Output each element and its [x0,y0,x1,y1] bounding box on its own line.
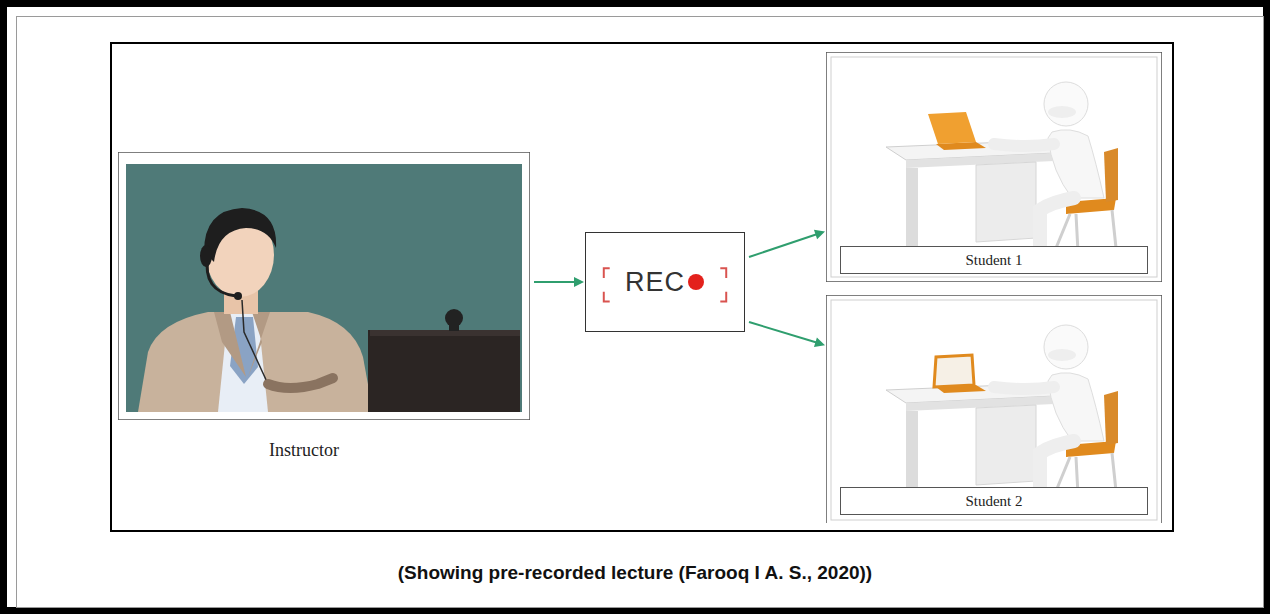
student-label-box: Student 2 [840,487,1148,515]
record-dot [687,273,705,291]
instructor-picture: Instructor [118,152,530,420]
record-label: REC [625,267,685,298]
student-picture: Student 2 [826,295,1162,523]
flow-arrow [749,322,825,347]
student-picture: Student 1 [826,52,1162,282]
record-box: REC [585,232,745,332]
figure-caption: (Showing pre-recorded lecture (Farooq I … [20,562,1250,584]
flow-arrow [749,230,825,257]
student-label: Student 1 [965,252,1022,268]
student-label-box: Student 1 [840,246,1148,274]
node-label: Instructor [118,440,490,461]
flow-arrow [534,277,584,287]
instructor-illustration [118,152,530,420]
student-label: Student 2 [965,493,1022,509]
